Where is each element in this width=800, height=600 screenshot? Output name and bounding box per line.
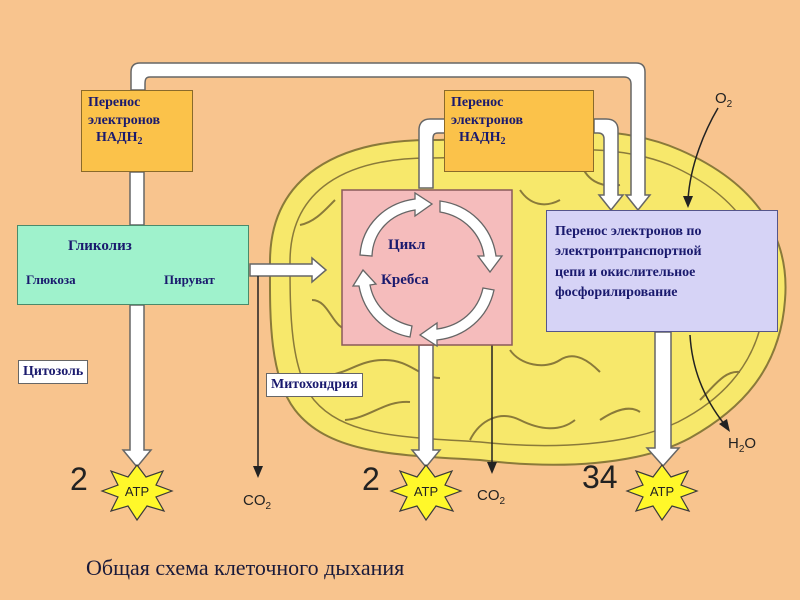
atp-count: 34: [582, 459, 618, 495]
nadh-box-line: НАДН2: [96, 130, 143, 147]
etc-line: цепи и окислительное: [555, 264, 696, 280]
crista: [519, 189, 561, 206]
atp-label: ATP: [414, 484, 438, 499]
glycolysis-stem: [129, 171, 145, 226]
crista: [599, 407, 641, 421]
nadh-transfer-arrow-glycolysis: [130, 62, 652, 212]
crista: [469, 415, 576, 441]
glucose-label: Глюкоза: [26, 272, 76, 287]
atp-arrow-etc: [645, 331, 681, 468]
atp-count: 2: [70, 461, 88, 497]
atp-arrow-glycolysis: [121, 304, 153, 469]
mitochondria-label: Митохондрия: [266, 373, 363, 397]
nadh-box-line: Перенос: [451, 95, 504, 110]
glycolysis-title: Гликолиз: [68, 238, 132, 254]
krebs-cycle-ring: [351, 191, 504, 348]
atp-star-etc: [625, 464, 699, 522]
crista: [299, 199, 336, 226]
co2-label: CO2: [477, 487, 506, 507]
nadh-box-line: электронов: [451, 112, 524, 128]
etc-line: фосфорилирование: [555, 284, 678, 300]
nadh-box-line: электронов: [88, 112, 161, 128]
atp-arrow-krebs: [410, 344, 442, 469]
oxygen-arrow: [683, 107, 719, 208]
glycolysis-box: Гликолиз Глюкоза Пируват: [17, 225, 249, 305]
crista: [699, 370, 741, 401]
nadh-box-line: Перенос: [88, 95, 141, 110]
crista: [509, 349, 601, 373]
nadh-transfer-box-krebs: Перенос электронов НАДН2: [444, 90, 594, 172]
crista: [344, 400, 411, 421]
nadh-to-etc-arrow: [593, 118, 625, 212]
cytosol-label: Цитозоль: [18, 360, 89, 384]
krebs-cycle-label: Цикл: [388, 237, 426, 253]
atp-label: ATP: [650, 484, 674, 499]
pyruvate-to-krebs-arrow: [249, 256, 328, 284]
etc-line: электронтранспортной: [555, 244, 702, 260]
atp-count: 2: [362, 461, 380, 497]
electron-transport-chain-box: Перенос электронов по электронтранспортн…: [546, 210, 778, 332]
atp-star-krebs: [389, 464, 463, 522]
h2o-label: H2O: [728, 435, 756, 455]
co2-arrow: [487, 345, 497, 474]
diagram-caption: Общая схема клеточного дыхания: [86, 555, 405, 580]
co2-label: CO2: [243, 492, 272, 512]
atp-star-glycolysis: [100, 464, 174, 522]
nadh-box-line: НАДН2: [459, 130, 506, 147]
krebs-cycle-label: Кребса: [381, 272, 429, 288]
etc-line: Перенос электронов по: [555, 224, 702, 239]
pyruvate-label: Пируват: [164, 272, 215, 287]
krebs-cycle-box: [341, 189, 513, 346]
nadh-transfer-box-glycolysis: Перенос электронов НАДН2: [81, 90, 193, 172]
water-arrow: [689, 334, 730, 432]
atp-label: ATP: [125, 484, 149, 499]
o2-label: O2: [715, 90, 733, 110]
co2-arrow: [253, 276, 263, 478]
